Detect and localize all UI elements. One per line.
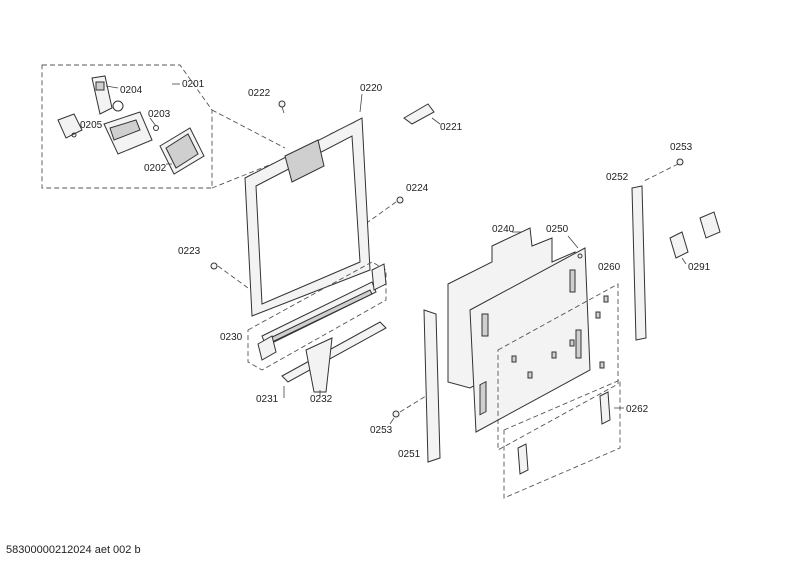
- outer-panel: [469, 235, 591, 433]
- label-0260: 0260: [598, 262, 621, 273]
- label-0253-right: 0253: [670, 142, 693, 153]
- label-0221: 0221: [440, 122, 463, 133]
- screw-0253-left: [389, 410, 400, 425]
- label-0252: 0252: [606, 172, 629, 183]
- screw-0223: [210, 262, 249, 289]
- label-0201: 0201: [182, 79, 205, 90]
- bracket-set: [497, 283, 619, 451]
- label-0224: 0224: [406, 183, 429, 194]
- side-strip-left: [399, 309, 441, 463]
- label-0231: 0231: [256, 394, 279, 405]
- label-0230: 0230: [220, 332, 243, 343]
- label-0250: 0250: [546, 224, 569, 235]
- screw-0224: [367, 196, 404, 223]
- label-0232: 0232: [310, 394, 333, 405]
- clip-set: [669, 211, 721, 265]
- detail-inset-control-module: [41, 64, 286, 189]
- hinge-spring-set: [503, 379, 624, 499]
- screw-0253-right: [676, 158, 684, 166]
- rail-assembly: [247, 261, 387, 371]
- latch-part: [403, 103, 441, 125]
- label-0240: 0240: [492, 224, 515, 235]
- label-0223: 0223: [178, 246, 201, 257]
- side-strip-right: [631, 163, 679, 341]
- label-0203: 0203: [148, 109, 171, 120]
- screw-0222: [278, 100, 286, 114]
- label-0222: 0222: [248, 88, 271, 99]
- label-0204: 0204: [120, 85, 143, 96]
- inner-door-frame: [244, 93, 371, 317]
- label-0202: 0202: [144, 163, 167, 174]
- bottom-rail: [281, 321, 387, 398]
- label-0251: 0251: [398, 449, 421, 460]
- label-0262: 0262: [626, 404, 649, 415]
- label-0253-left: 0253: [370, 425, 393, 436]
- label-0220: 0220: [360, 83, 383, 94]
- document-id: 58300000212024 aet 002 b: [6, 544, 141, 556]
- label-0291: 0291: [688, 262, 711, 273]
- label-0205: 0205: [80, 120, 103, 131]
